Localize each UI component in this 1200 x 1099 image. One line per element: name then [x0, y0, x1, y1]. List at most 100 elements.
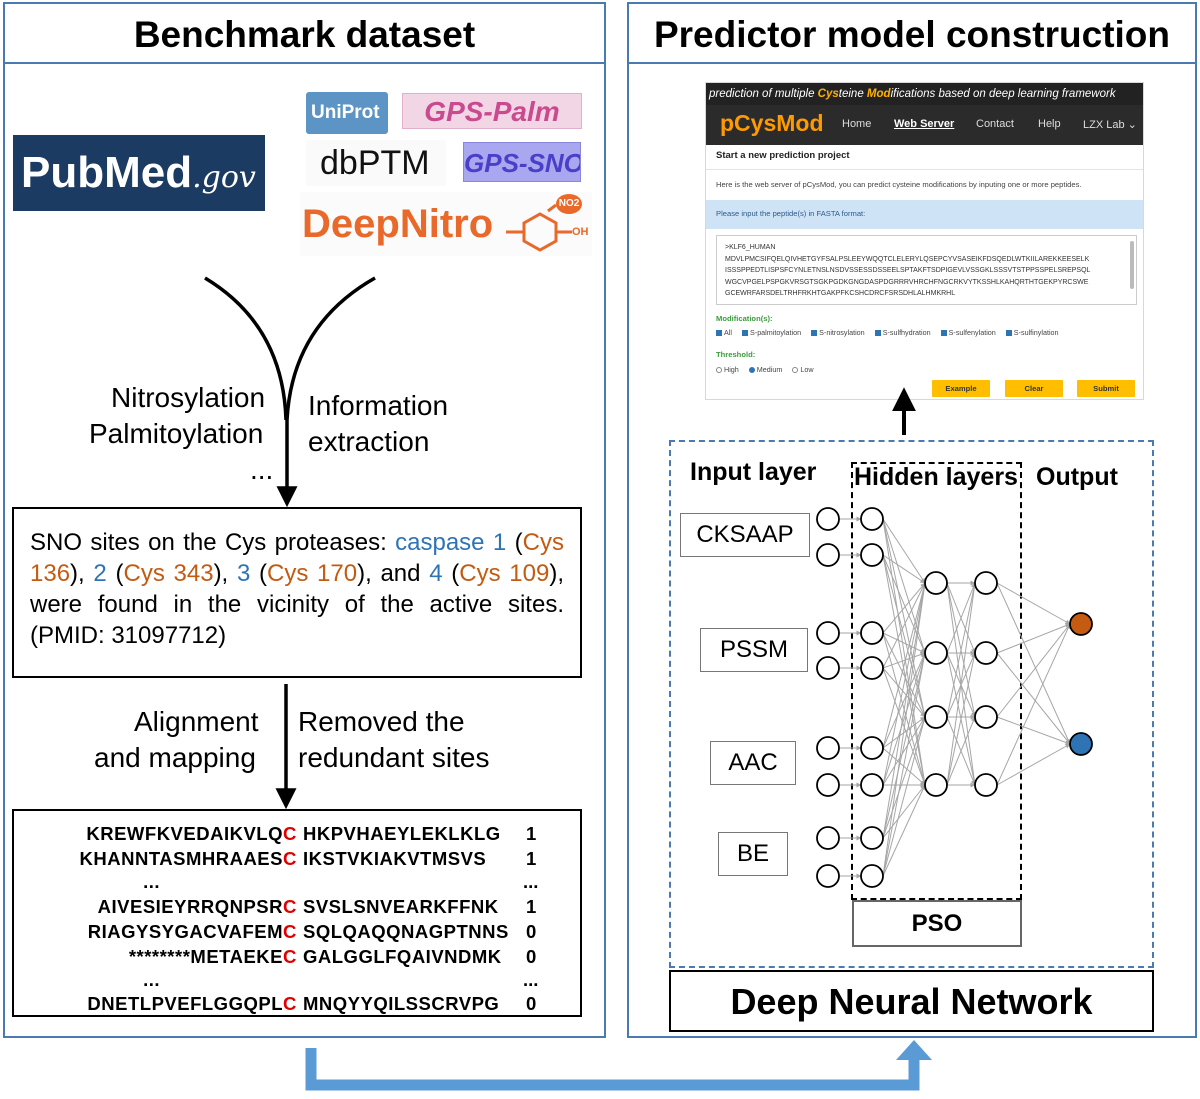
checkbox-checked-icon[interactable] — [874, 330, 881, 337]
fasta-input[interactable]: >KLF6_HUMAN MDVLPMCSIFQELQIVHETGYFSALPSL… — [716, 235, 1137, 305]
seq-left: DNETLPVEFLGGQPL — [87, 993, 283, 1014]
step1-left-line2: Palmitoylation — [89, 418, 264, 449]
pubmed-logo-suffix: .gov — [192, 160, 256, 195]
seq-right: GALGGLFQAIVNDMK — [303, 946, 502, 967]
radio-icon[interactable] — [792, 367, 799, 374]
step1-left-ellipsis: ... — [250, 454, 274, 485]
seq-cys: C — [283, 848, 297, 869]
mod-option[interactable]: S-sulfhydration — [874, 328, 931, 337]
seq-right: SVSLSNVEARKFFNK — [303, 896, 499, 917]
seq-cys: C — [283, 946, 297, 967]
pubmed-logo: PubMed.gov — [13, 135, 265, 211]
web-section-title: Start a new prediction project — [716, 150, 850, 161]
seq-label: 0 — [526, 946, 537, 967]
feature-be: BE — [718, 832, 788, 876]
paren-close-2: ), — [213, 560, 229, 587]
web-tagline: prediction of multiple Cysteine Modifica… — [706, 83, 1143, 105]
checkbox-checked-icon[interactable] — [940, 330, 947, 337]
seq-left: ********METAEKE — [128, 946, 283, 967]
step1-right-line2: extraction — [308, 426, 430, 457]
paren-open-4: ( — [451, 560, 460, 587]
nav-lzx-lab[interactable]: LZX Lab ⌄ — [1083, 119, 1137, 131]
threshold-option-label: High — [724, 365, 739, 374]
clear-button[interactable]: Clear — [1005, 380, 1063, 397]
textarea-scrollbar[interactable] — [1130, 241, 1134, 289]
radio-selected-icon[interactable] — [748, 367, 755, 374]
seq-left: ... — [143, 969, 160, 990]
nav-home[interactable]: Home — [842, 118, 872, 130]
paren-close-1: ), — [70, 560, 85, 587]
seq-left: KHANNTASMHRAAES — [79, 848, 283, 869]
step1-left-line1: Nitrosylation — [111, 382, 266, 413]
threshold-option[interactable]: Low — [792, 365, 814, 374]
mod-option[interactable]: S-palmitoylation — [742, 328, 801, 337]
threshold-option[interactable]: Medium — [748, 365, 782, 374]
checkbox-checked-icon[interactable] — [716, 330, 722, 337]
nav-web-server[interactable]: Web Server — [894, 118, 955, 130]
threshold-option[interactable]: High — [716, 365, 739, 374]
feature-aac: AAC — [710, 741, 796, 785]
input-layer-title: Input layer — [690, 458, 817, 486]
mod-option[interactable]: S-sulfenylation — [940, 328, 996, 337]
web-intro-text: Here is the web server of pCysMod, you c… — [716, 180, 1082, 189]
nav-help[interactable]: Help — [1038, 118, 1061, 130]
mod-option[interactable]: S-sulfinylation — [1005, 328, 1059, 337]
fasta-line: WGCVPGELPSPGKVRSGTSGKPGDKGNGDASPDGRRRVHR… — [725, 278, 1089, 286]
cys-136: Cys 136 — [30, 529, 565, 587]
submit-button[interactable]: Submit — [1077, 380, 1135, 397]
hidden-layers-frame — [851, 462, 1022, 900]
seq-left: RIAGYSYGACVAFEM — [87, 921, 283, 942]
sequence-row: ...... — [14, 969, 580, 993]
web-input-prompt-band: Please input the peptide(s) in FASTA for… — [706, 200, 1143, 229]
threshold-label: Threshold: — [716, 350, 756, 359]
web-brand[interactable]: pCysMod — [720, 110, 824, 136]
checkbox-checked-icon[interactable] — [811, 330, 818, 337]
seq-cys: C — [283, 993, 297, 1014]
cys-343: Cys 343 — [123, 560, 214, 587]
deepnitro-logo-text: DeepNitro — [302, 202, 494, 246]
checkbox-checked-icon[interactable] — [1005, 330, 1012, 337]
modification-options: All S-palmitoylation S-nitrosylation S-s… — [716, 328, 1067, 337]
paren-open-2: ( — [115, 560, 124, 587]
example-button[interactable]: Example — [932, 380, 990, 397]
seq-right: SQLQAQQNAGPTNNS — [303, 921, 509, 942]
radio-icon[interactable] — [716, 367, 722, 374]
nav-contact[interactable]: Contact — [976, 118, 1014, 130]
dbptm-logo: dbPTM — [306, 140, 446, 186]
seq-label: 1 — [526, 848, 537, 869]
tagline-post: ifications based on deep learning framew… — [890, 88, 1116, 100]
seq-right: MNQYYQILSSCRVPG — [303, 993, 500, 1014]
mod-option[interactable]: S-nitrosylation — [811, 328, 865, 337]
output-layer-title: Output — [1036, 463, 1118, 491]
modification-label: Modification(s): — [716, 314, 773, 323]
sequence-row: ...... — [14, 871, 580, 895]
tagline-mid: teine — [838, 88, 867, 100]
checkbox-checked-icon[interactable] — [742, 330, 748, 337]
hidden-layers-title: Hidden layers — [854, 463, 1018, 491]
seq-label: 1 — [526, 896, 537, 917]
cys-109: Cys 109 — [459, 560, 550, 587]
mod-option[interactable]: All — [716, 328, 732, 337]
feature-pssm: PSSM — [700, 628, 808, 672]
seq-label: ... — [523, 871, 539, 892]
step2-left-line1: Alignment — [134, 706, 259, 737]
fasta-line: MDVLPMCSIFQELQIVHETGYFSALPSLEEYWQQTCLELE… — [725, 255, 1090, 263]
caspase-2: 2 — [93, 560, 107, 587]
mod-option-label: S-nitrosylation — [819, 328, 865, 337]
paren-open-1: ( — [514, 529, 523, 556]
seq-label: 0 — [526, 993, 537, 1014]
threshold-option-label: Low — [800, 365, 814, 374]
pso-box: PSO — [852, 900, 1022, 947]
caspase-1: 1 — [492, 529, 507, 556]
web-input-prompt: Please input the peptide(s) in FASTA for… — [716, 209, 866, 218]
seq-right: IKSTVKIAKVTMSVS — [303, 848, 487, 869]
mod-option-label: S-sulfhydration — [882, 328, 931, 337]
sno-sites-text-box: SNO sites on the Cys proteases: caspase … — [12, 507, 582, 678]
pubmed-logo-text: PubMed — [21, 148, 193, 197]
web-navbar: pCysMod Home Web Server Contact Help LZX… — [706, 105, 1143, 145]
web-divider — [706, 169, 1143, 170]
cys-170: Cys 170 — [267, 560, 358, 587]
paren-open-3: ( — [259, 560, 267, 587]
